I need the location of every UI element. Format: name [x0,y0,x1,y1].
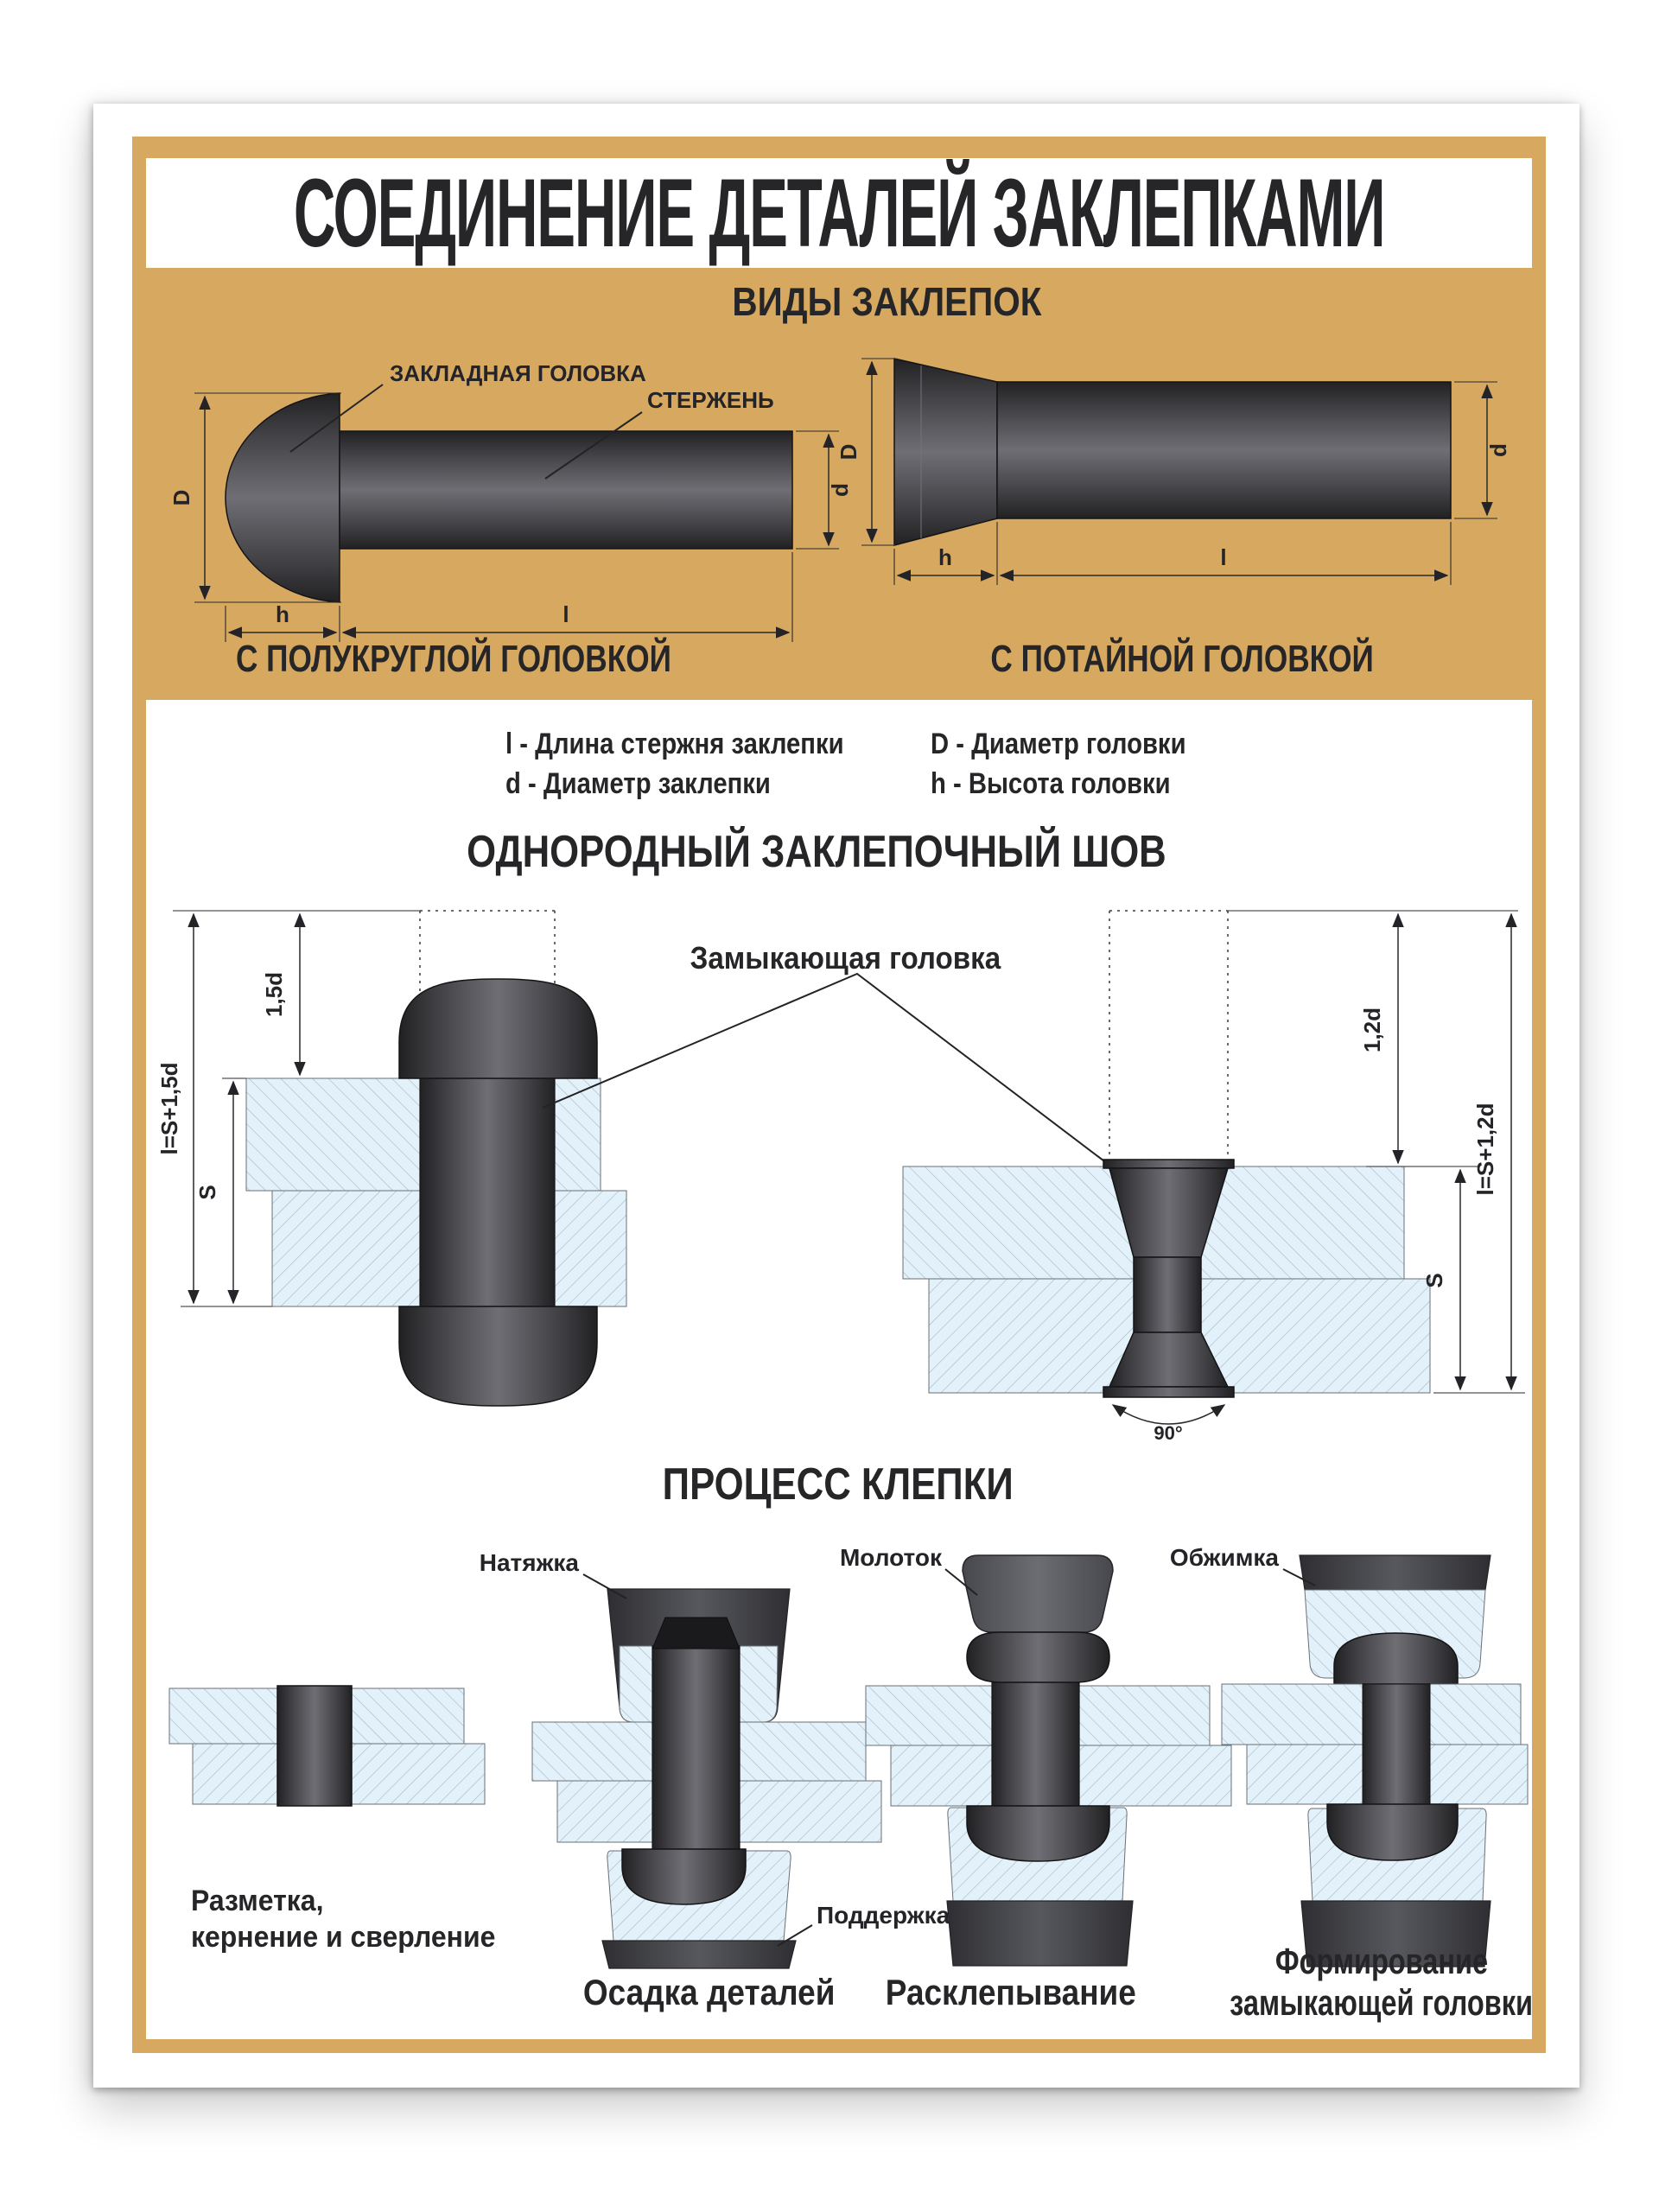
rivet-head-round [225,392,340,603]
legend-item-d: d - Диаметр заклепки [505,767,771,800]
rivet-shank [652,1645,741,1850]
svg-text:ЗАКЛАДНАЯ ГОЛОВКА: ЗАКЛАДНАЯ ГОЛОВКА [390,360,646,386]
factory-head-bottom [398,1306,598,1407]
rivet-shank-tip [652,1617,741,1649]
support-tool [601,1940,797,1969]
dim-total-length: l=S+1,5d [156,912,272,1307]
dim-total-length: l=S+1,2d [1433,912,1525,1394]
svg-text:S: S [194,1185,220,1199]
dim-thickness: S [1421,1168,1466,1391]
svg-text:l: l [563,601,569,627]
rivet-head-countersunk [893,358,998,546]
svg-text:1,5d: 1,5d [261,972,287,1017]
factory-head [621,1848,747,1905]
closing-head-formed [1333,1632,1459,1685]
svg-text:h: h [938,544,952,570]
countersunk-rivet-section [1103,1159,1235,1398]
caption-step1: Разметка, кернение и сверление [191,1885,496,1954]
seam-round-drawing: l=S+1,5d 1,5d S [156,910,627,1407]
svg-text:Обжимка: Обжимка [1170,1544,1279,1571]
step3-drawing: Молоток [840,1544,1232,1967]
hammer-tool [962,1554,1114,1633]
seam-countersunk-drawing: 1,2d l=S+1,2d S 90° [902,910,1525,1444]
dim-D: D [836,358,896,546]
dim-d: d [1454,381,1511,519]
countersunk-rivet-drawing: D d h l [836,358,1511,585]
dim-d: d [796,430,853,550]
rivet-shank [419,1077,556,1307]
riveting-process-figure: Натяжка Поддержка Молоток [168,1544,1529,1969]
svg-text:D: D [168,490,194,506]
svg-text:l=S+1,2d: l=S+1,2d [1472,1103,1498,1196]
rivet-shank [339,430,793,550]
label-factory-head: ЗАКЛАДНАЯ ГОЛОВКА [289,360,646,453]
step2-drawing: Натяжка Поддержка [480,1549,950,1969]
legend-item-l: l - Длина стержня заклепки [505,728,844,760]
rivet-shank [1362,1683,1431,1805]
svg-text:l=S+1,5d: l=S+1,5d [156,1063,182,1155]
svg-text:Поддержка: Поддержка [817,1902,950,1929]
poster-page: СОЕДИНЕНИЕ ДЕТАЛЕЙ ЗАКЛЕПКАМИ ВИДЫ ЗАКЛЕ… [93,104,1580,2088]
dim-head-height: 1,5d [261,912,306,1077]
svg-text:Молоток: Молоток [840,1544,943,1571]
factory-head [966,1805,1110,1862]
svg-text:Натяжка: Натяжка [480,1549,580,1576]
round-head-rivet-drawing: D d h l ЗАКЛАДНАЯ ГОЛОВКА [168,360,853,642]
label-support: Поддержка [777,1902,950,1947]
support-tool [946,1900,1134,1967]
svg-text:h: h [276,601,289,627]
label-hammer: Молоток [840,1544,978,1596]
rivet-set-tool [1299,1554,1491,1591]
svg-text:D: D [836,444,861,461]
rivet-blank [276,1685,353,1807]
dim-angle-90: 90° [1111,1404,1226,1444]
svg-text:90°: 90° [1154,1422,1182,1444]
closing-head-leader [542,972,1169,1211]
label-drawbar: Натяжка [480,1549,627,1599]
dim-h-l: h l [893,522,1452,585]
rivet-seam-figure: l=S+1,5d 1,5d S [156,910,1525,1444]
step4-drawing: Обжимка [1170,1544,1529,1967]
legend-item-h: h - Высота головки [931,767,1171,800]
legend-item-D: D - Диаметр головки [931,728,1186,760]
svg-text:d: d [827,483,853,497]
closing-head-top [398,978,598,1079]
rivet-shank [991,1681,1080,1807]
dim-head-height: 1,2d [1359,912,1480,1167]
step1-drawing [168,1685,486,1807]
svg-text:S: S [1421,1273,1447,1287]
svg-text:СТЕРЖЕНЬ: СТЕРЖЕНЬ [647,387,774,413]
svg-text:d: d [1485,443,1511,457]
factory-head [1326,1803,1459,1861]
dim-D: D [168,392,341,603]
title-band: СОЕДИНЕНИЕ ДЕТАЛЕЙ ЗАКЛЕПКАМИ [146,158,1532,268]
label-shank: СТЕРЖЕНЬ [544,387,774,480]
rivet-types-figure: D d h l ЗАКЛАДНАЯ ГОЛОВКА [168,358,1511,642]
dim-h-l: h l [225,552,793,642]
svg-text:1,2d: 1,2d [1359,1007,1385,1052]
rivet-shank [996,381,1452,519]
forming-head-bulge [966,1631,1110,1683]
label-rivet-set: Обжимка [1170,1544,1316,1586]
support-tool [1300,1900,1491,1967]
svg-text:l: l [1220,544,1226,570]
dim-thickness: S [194,1077,246,1305]
page-title: СОЕДИНЕНИЕ ДЕТАЛЕЙ ЗАКЛЕПКАМИ [293,159,1386,267]
